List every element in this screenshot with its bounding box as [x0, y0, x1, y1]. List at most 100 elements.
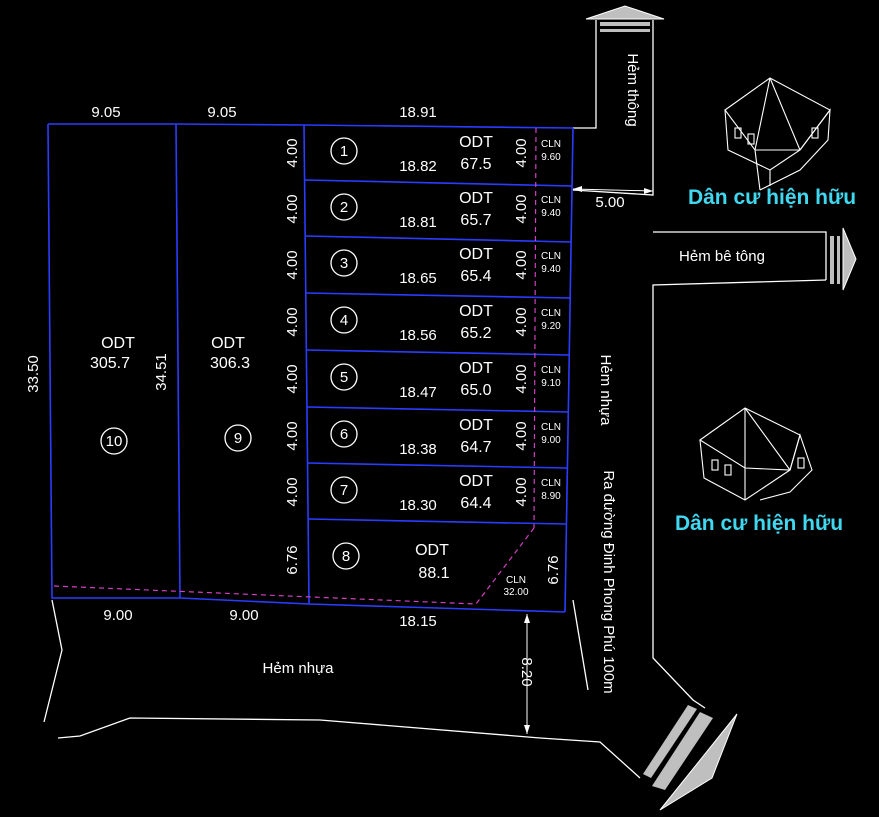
lot6-cln-width: 4.00 — [513, 421, 530, 450]
lot2-cln-area: 9.40 — [541, 208, 561, 219]
lot3-cln-width: 4.00 — [513, 250, 530, 279]
setback-line — [53, 127, 537, 605]
lot7-cln-label: CLN — [541, 478, 561, 489]
lot7-length: 18.30 — [399, 497, 437, 514]
label-hem-be-tong: Hẻm bê tông — [679, 248, 765, 265]
lot10-use: ODT — [101, 335, 135, 352]
bottom-width-lot10: 9.00 — [103, 607, 132, 624]
lot6-area: 64.7 — [460, 439, 491, 456]
lot7-area: 64.4 — [460, 495, 491, 512]
label-hem-nhua-east: Hẻm nhựa — [597, 355, 614, 427]
bottom-width-lot9: 9.00 — [229, 607, 258, 624]
north-arrow — [585, 5, 665, 32]
top-width-lot10: 9.05 — [91, 104, 120, 121]
lot3-cln-area: 9.40 — [541, 264, 561, 275]
east-street-edge — [572, 599, 589, 691]
lot8-use: ODT — [415, 542, 449, 559]
lot3-cln-label: CLN — [541, 251, 561, 262]
lot10-marker — [100, 427, 128, 455]
gap-dimension-south: 8.20 — [518, 614, 535, 734]
north-alley-right-edge — [572, 20, 654, 196]
lot6-width: 4.00 — [284, 421, 301, 450]
lot7-width: 4.00 — [284, 477, 301, 506]
top-width-lot9: 9.05 — [207, 104, 236, 121]
lot3-length: 18.65 — [399, 270, 437, 287]
lot7-number: 7 — [340, 482, 348, 499]
lot8: 6.76 8 ODT 88.1 CLN 32.00 6.76 — [284, 542, 562, 598]
lot1-cln-area: 9.60 — [541, 152, 561, 163]
lot1-use: ODT — [459, 134, 493, 151]
gap-south-value: 8.20 — [518, 657, 535, 686]
lot5-length: 18.47 — [399, 384, 437, 401]
lot8-marker — [332, 542, 360, 570]
parcel-boundary — [47, 123, 574, 613]
lot5-cln-width: 4.00 — [513, 364, 530, 393]
lot8-cln-label: CLN — [506, 575, 526, 586]
lot3-marker — [330, 249, 358, 277]
lot4-width: 4.00 — [284, 307, 301, 336]
southeast-arrow — [643, 705, 738, 811]
lot6-cln-label: CLN — [541, 422, 561, 433]
lot4-cln-label: CLN — [541, 308, 561, 319]
lot1-length: 18.82 — [399, 158, 437, 175]
top-width-small-lots: 18.91 — [399, 104, 437, 121]
lot1-area: 67.5 — [460, 156, 491, 173]
house-icon-1 — [724, 77, 831, 191]
lot4-area: 65.2 — [460, 325, 491, 342]
east-arrow — [830, 227, 857, 291]
lot2-use: ODT — [459, 190, 493, 207]
lot2-cln-label: CLN — [541, 195, 561, 206]
lot6-length: 18.38 — [399, 441, 437, 458]
lot1-number: 1 — [340, 143, 348, 160]
lot10-number: 10 — [106, 433, 123, 450]
lot1-cln-width: 4.00 — [513, 138, 530, 167]
lot4-use: ODT — [459, 303, 493, 320]
lot7-marker — [330, 476, 358, 504]
lot7-cln-width: 4.00 — [513, 477, 530, 506]
road-outlines — [43, 20, 827, 779]
lot4-cln-area: 9.20 — [541, 321, 561, 332]
lot3-width: 4.00 — [284, 250, 301, 279]
lot3-use: ODT — [459, 246, 493, 263]
depth-lot10: 33.50 — [25, 355, 42, 393]
house-icon-2 — [699, 407, 813, 501]
lot7-use: ODT — [459, 473, 493, 490]
lot6-cln-area: 9.00 — [541, 435, 561, 446]
lot1-width: 4.00 — [284, 138, 301, 167]
lot8-width: 6.76 — [284, 545, 301, 574]
lot5-width: 4.00 — [284, 364, 301, 393]
lot9-number: 9 — [234, 430, 242, 447]
lot8-cln-width: 6.76 — [545, 555, 562, 584]
lot10-area: 305.7 — [90, 355, 130, 372]
bottom-width-lot8: 18.15 — [399, 613, 437, 630]
lot8-number: 8 — [342, 548, 350, 565]
lot3-number: 3 — [340, 255, 348, 272]
label-hem-thong: Hẻm thông — [624, 53, 641, 126]
lot5-number: 5 — [340, 369, 348, 386]
lot5-cln-label: CLN — [541, 365, 561, 376]
lot5-marker — [330, 363, 358, 391]
lot6-use: ODT — [459, 417, 493, 434]
concrete-alley-bottom-edge — [652, 279, 827, 709]
lot2-width: 4.00 — [284, 194, 301, 223]
lot8-cln-area: 32.00 — [503, 587, 528, 598]
label-ra-duong: Ra đường Đinh Phong Phú 100m — [600, 470, 617, 693]
lot1-marker — [330, 137, 358, 165]
lot5-use: ODT — [459, 360, 493, 377]
lot9-area: 306.3 — [210, 355, 250, 372]
lot2-area: 65.7 — [460, 212, 491, 229]
lot-dividers — [304, 179, 573, 525]
depth-lot9: 34.51 — [153, 353, 170, 391]
lot9-marker — [224, 424, 252, 452]
gap-dimension-east: 5.00 — [572, 186, 654, 211]
lot2-length: 18.81 — [399, 214, 437, 231]
lot8-area: 88.1 — [418, 565, 449, 582]
concrete-alley-top-edge — [653, 231, 827, 280]
lot2-cln-width: 4.00 — [513, 194, 530, 223]
lot4-cln-width: 4.00 — [513, 307, 530, 336]
lot5-cln-area: 9.10 — [541, 378, 561, 389]
gap-east-value: 5.00 — [595, 194, 624, 211]
lot6-number: 6 — [340, 426, 348, 443]
